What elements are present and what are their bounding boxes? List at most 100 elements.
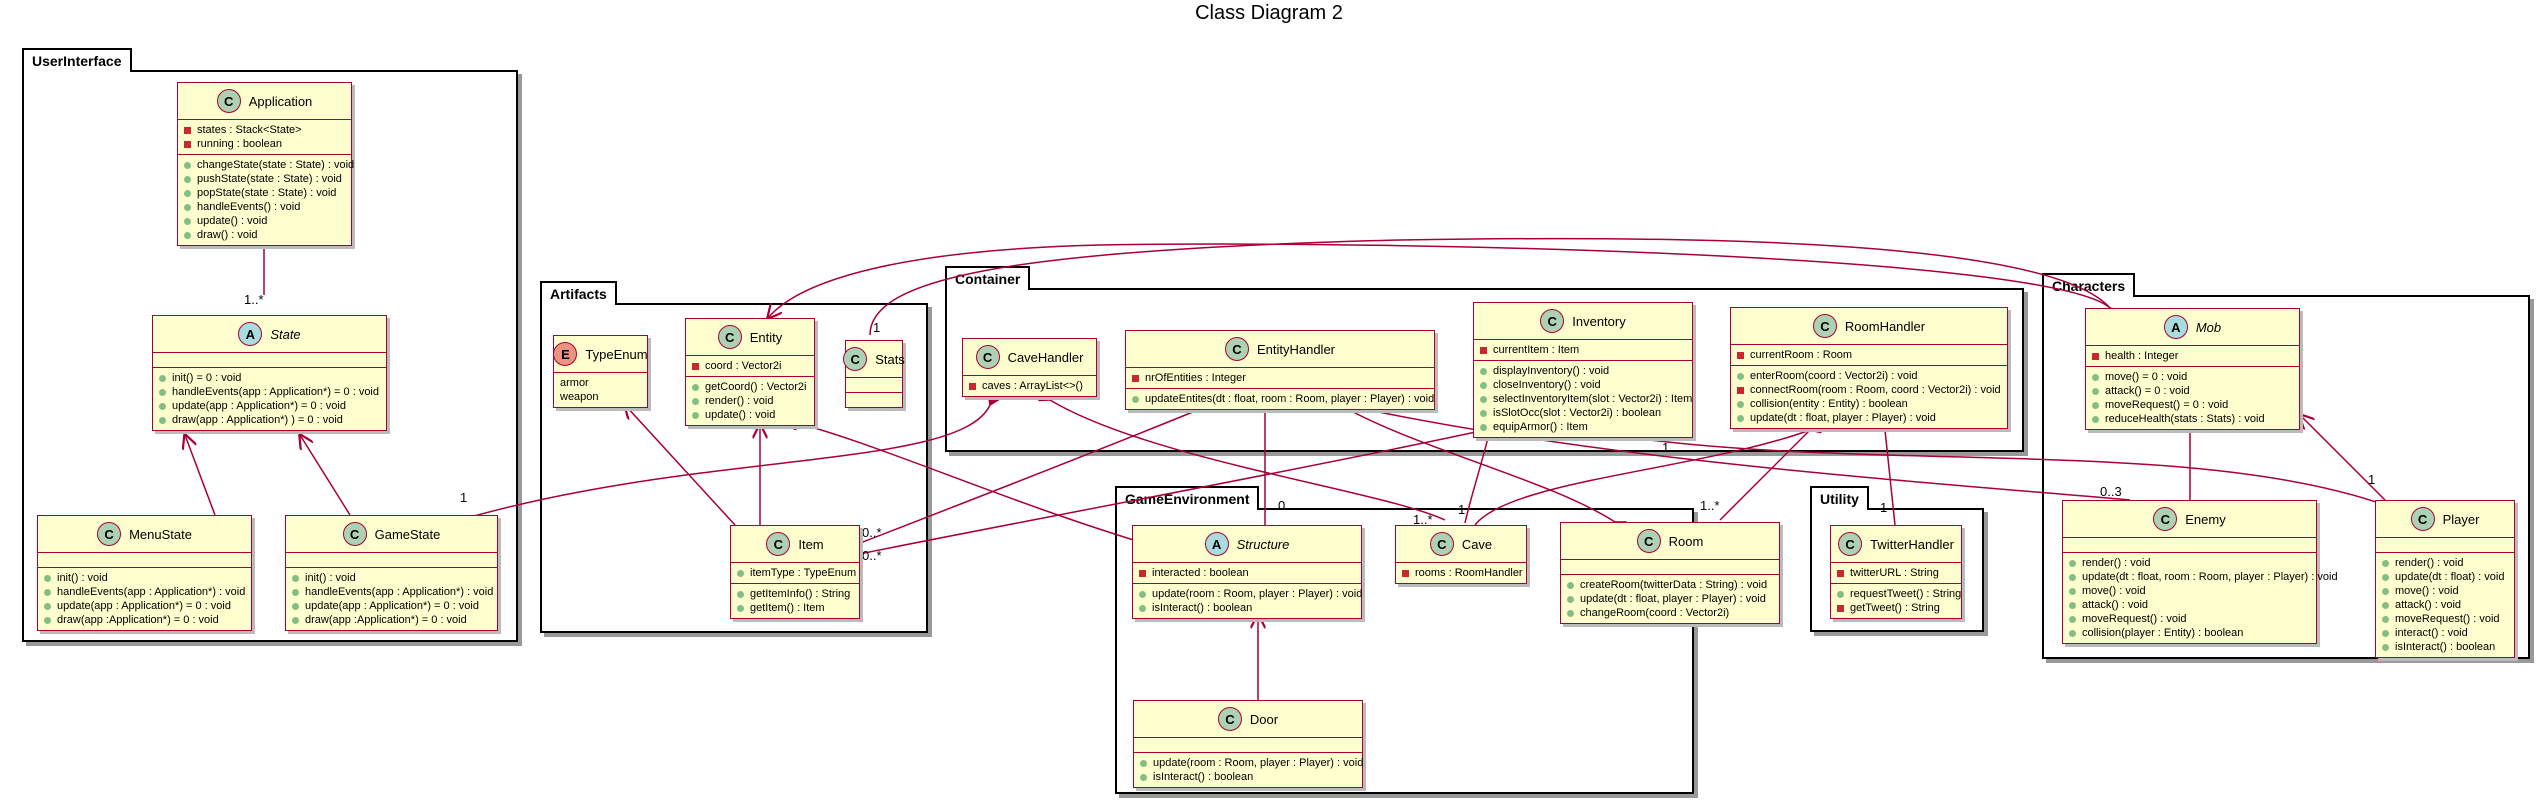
field-row: running : boolean [184,137,345,151]
member-text: update(app : Application*) = 0 : void [305,600,479,612]
member-text: interacted : boolean [1152,567,1249,579]
public-visibility-icon [2069,587,2076,595]
method-row: update(dt : float, player : Player) : vo… [1567,592,1773,606]
method-row: draw() : void [184,228,345,242]
class-name: Stats [875,351,905,367]
member-text: draw(app :Application*) = 0 : void [305,614,467,626]
member-text: health : Integer [2105,350,2179,362]
method-row: render() : void [692,394,808,408]
member-text: itemType : TypeEnum [750,567,857,579]
method-row: isInteract() : boolean [1140,770,1356,784]
public-visibility-icon [2382,629,2389,637]
multiplicity-label: 1..* [244,292,264,307]
class-name: Item [798,536,824,552]
member-text: update(room : Room, player : Player) : v… [1152,588,1363,600]
class-name: RoomHandler [1844,318,1926,334]
link-inventory-cave [1464,411,1499,524]
field-row: states : Stack<State> [184,123,345,137]
member-text: handleEvents() : void [197,201,301,213]
class-name: GameState [374,526,441,542]
stereotype-c-icon: C [2410,507,2435,531]
method-row: isInteract() : boolean [1139,601,1355,615]
public-visibility-icon [1737,414,1744,422]
private-visibility-icon [1402,569,1409,577]
link-player-mob [2300,415,2386,501]
public-visibility-icon [2092,387,2099,395]
public-visibility-icon [1737,372,1744,380]
method-row: createRoom(twitterData : String) : void [1567,578,1773,592]
member-text: running : boolean [197,138,283,150]
member-text: collision(entity : Entity) : boolean [1750,398,1908,410]
member-text: requestTweet() : String [1850,588,1962,600]
method-row: draw(app :Application*) = 0 : void [292,613,491,627]
method-row: update(app : Application*) = 0 : void [44,599,245,613]
public-visibility-icon [2382,573,2389,581]
fields-section: coord : Vector2i [686,356,814,377]
stereotype-c-icon: C [1429,532,1454,556]
link-roomhandler-twitter [1877,410,1896,526]
method-row: changeState(state : State) : void [184,158,354,172]
method-row: move() = 0 : void [2092,370,2293,384]
public-visibility-icon [184,231,191,239]
method-row: handleEvents() : void [184,200,345,214]
public-visibility-icon [2382,643,2389,651]
fields-section [286,553,497,568]
member-text: render() : void [2395,557,2464,569]
public-visibility-icon [1480,409,1487,417]
multiplicity-label: 1 [873,320,881,335]
link-cavehandler-cave [1033,389,1446,521]
public-visibility-icon [2092,415,2099,423]
public-visibility-icon [1140,759,1147,767]
fields-section: interacted : boolean [1133,563,1361,584]
fields-section: health : Integer [2086,346,2299,367]
fields-section: nrOfEntities : Integer [1126,368,1434,389]
member-text: move() = 0 : void [2105,371,2188,383]
member-text: update(dt : float, room : Room, player :… [2082,571,2338,583]
member-text: update(room : Room, player : Player) : v… [1153,757,1364,769]
multiplicity-label: 1 [2368,472,2376,487]
package-label: Utility [1810,486,1869,510]
field-row: nrOfEntities : Integer [1132,371,1428,385]
method-row: move() : void [2069,584,2310,598]
stereotype-c-icon: C [1217,707,1242,731]
method-row: closeInventory() : void [1480,378,1686,392]
member-text: attack() : void [2395,599,2462,611]
private-visibility-icon [2092,352,2099,360]
stereotype-e-icon: E [553,342,578,366]
method-row: getItem() : Item [737,601,853,615]
member-text: equipArmor() : Item [1493,421,1588,433]
member-text: states : Stack<State> [197,124,302,136]
private-visibility-icon [969,382,976,390]
multiplicity-label: 0 [1278,498,1286,513]
